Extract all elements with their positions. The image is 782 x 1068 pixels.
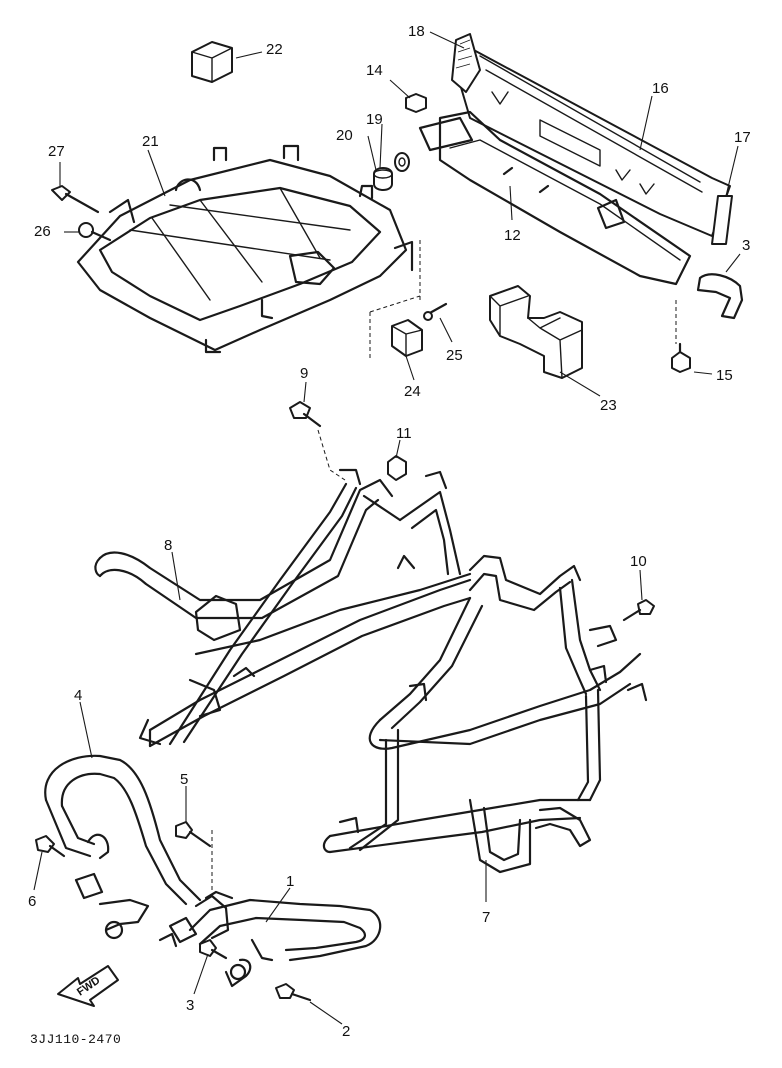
part-21-carrier-frame	[76, 144, 414, 354]
part-22-rubber-block	[191, 41, 233, 83]
callout-26: 26	[34, 223, 51, 240]
part-27-bolt	[51, 185, 100, 214]
part-7-side-frame	[322, 554, 648, 874]
callout-27: 27	[48, 143, 65, 160]
part-8-main-frame	[94, 468, 472, 748]
part-16-fender	[459, 47, 731, 237]
callout-16: 16	[652, 80, 669, 97]
callout-5: 5	[180, 771, 188, 788]
part-6-bolt	[35, 835, 66, 858]
part-12-bracket	[418, 110, 692, 286]
callout-3-upper: 3	[742, 237, 750, 254]
callout-25: 25	[446, 347, 463, 364]
part-11-nut	[387, 455, 407, 481]
diagram-code: 3JJ110-2470	[30, 1032, 121, 1047]
part-15-bolt	[671, 342, 691, 373]
callout-15: 15	[716, 367, 733, 384]
callout-4: 4	[74, 687, 82, 704]
callout-7: 7	[482, 909, 490, 926]
part-23-foam-block	[489, 285, 583, 379]
callout-23: 23	[600, 397, 617, 414]
callout-20: 20	[336, 127, 353, 144]
callout-17: 17	[734, 129, 751, 146]
part-14-nut	[405, 93, 427, 113]
callout-labels: 22 18 14 16 20 19 21 27 17 26 12 3 25 15…	[28, 23, 751, 1040]
part-2-bolt	[275, 983, 312, 1002]
callout-3-lower: 3	[186, 997, 194, 1014]
callout-11: 11	[396, 425, 412, 442]
callout-8: 8	[164, 537, 172, 554]
part-20-collar	[373, 167, 393, 191]
part-9-bolt	[289, 401, 322, 428]
fwd-direction-arrow: FWD	[57, 965, 119, 1007]
callout-12: 12	[504, 227, 521, 244]
callout-6: 6	[28, 893, 36, 910]
callout-2: 2	[342, 1023, 350, 1040]
part-1-bumper	[158, 890, 382, 988]
part-24-clip	[391, 319, 423, 357]
callout-18: 18	[408, 23, 425, 40]
callout-19: 19	[366, 111, 383, 128]
callout-9: 9	[300, 365, 308, 382]
part-17-trim	[711, 195, 733, 245]
callout-1: 1	[286, 873, 294, 890]
part-26-bolt	[78, 222, 112, 242]
part-5-bolt	[175, 821, 212, 848]
part-25-screw	[423, 302, 448, 321]
leader-lines	[33, 31, 741, 1025]
callout-10: 10	[630, 553, 647, 570]
part-4-front-guard	[44, 754, 202, 940]
part-3-bolt-lower	[199, 939, 228, 960]
callout-24: 24	[404, 383, 421, 400]
part-10-bolt	[622, 599, 655, 622]
callout-22: 22	[266, 41, 283, 58]
part-3-clamp-upper	[696, 273, 744, 320]
part-18-trim	[451, 33, 481, 93]
part-19-washer	[394, 152, 410, 172]
callout-21: 21	[142, 133, 159, 150]
callout-14: 14	[366, 62, 383, 79]
